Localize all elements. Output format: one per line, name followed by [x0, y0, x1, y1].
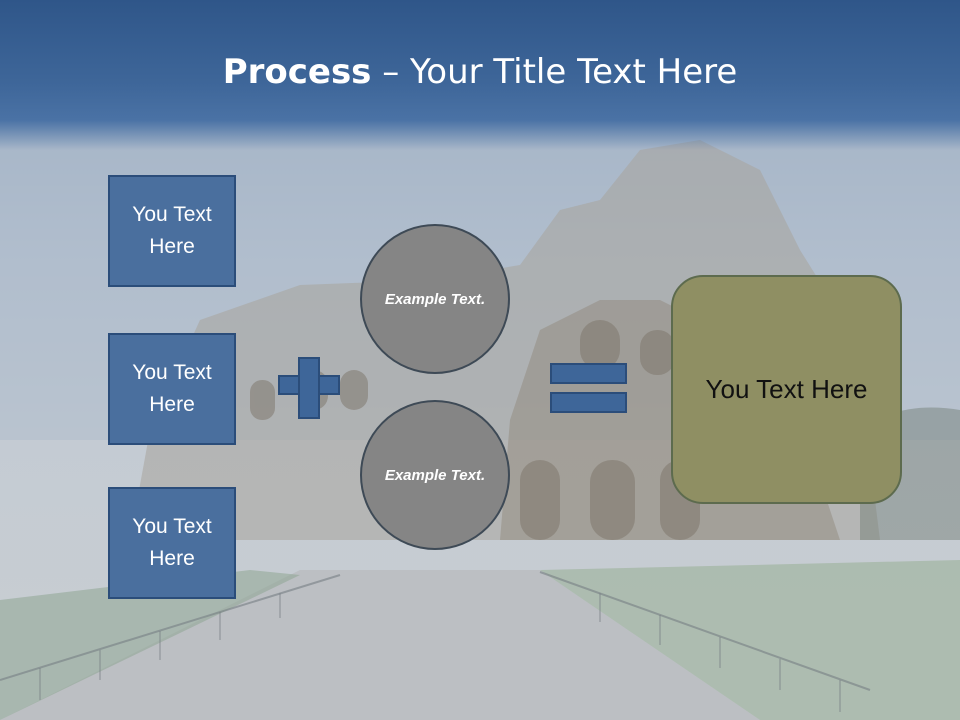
left-box-1-label: You Text Here	[132, 203, 212, 258]
slide-title: Process – Your Title Text Here	[0, 52, 960, 92]
left-box-1: You Text Here	[108, 175, 236, 287]
plus-vertical-bar	[298, 357, 320, 419]
left-box-2-label: You Text Here	[132, 361, 212, 416]
equals-bottom-bar	[550, 392, 627, 413]
title-bold: Process	[222, 52, 372, 92]
left-box-3: You Text Here	[108, 487, 236, 599]
equals-top-bar	[550, 363, 627, 384]
title-rest: – Your Title Text Here	[371, 52, 738, 92]
circle-top: Example Text.	[360, 224, 510, 374]
circle-bottom-label: Example Text.	[384, 466, 486, 484]
result-box-label: You Text Here	[705, 374, 868, 404]
circle-top-label: Example Text.	[384, 290, 486, 308]
left-box-3-label: You Text Here	[132, 515, 212, 570]
header-band	[0, 0, 960, 150]
circle-bottom: Example Text.	[360, 400, 510, 550]
result-box: You Text Here	[671, 275, 902, 504]
left-box-2: You Text Here	[108, 333, 236, 445]
